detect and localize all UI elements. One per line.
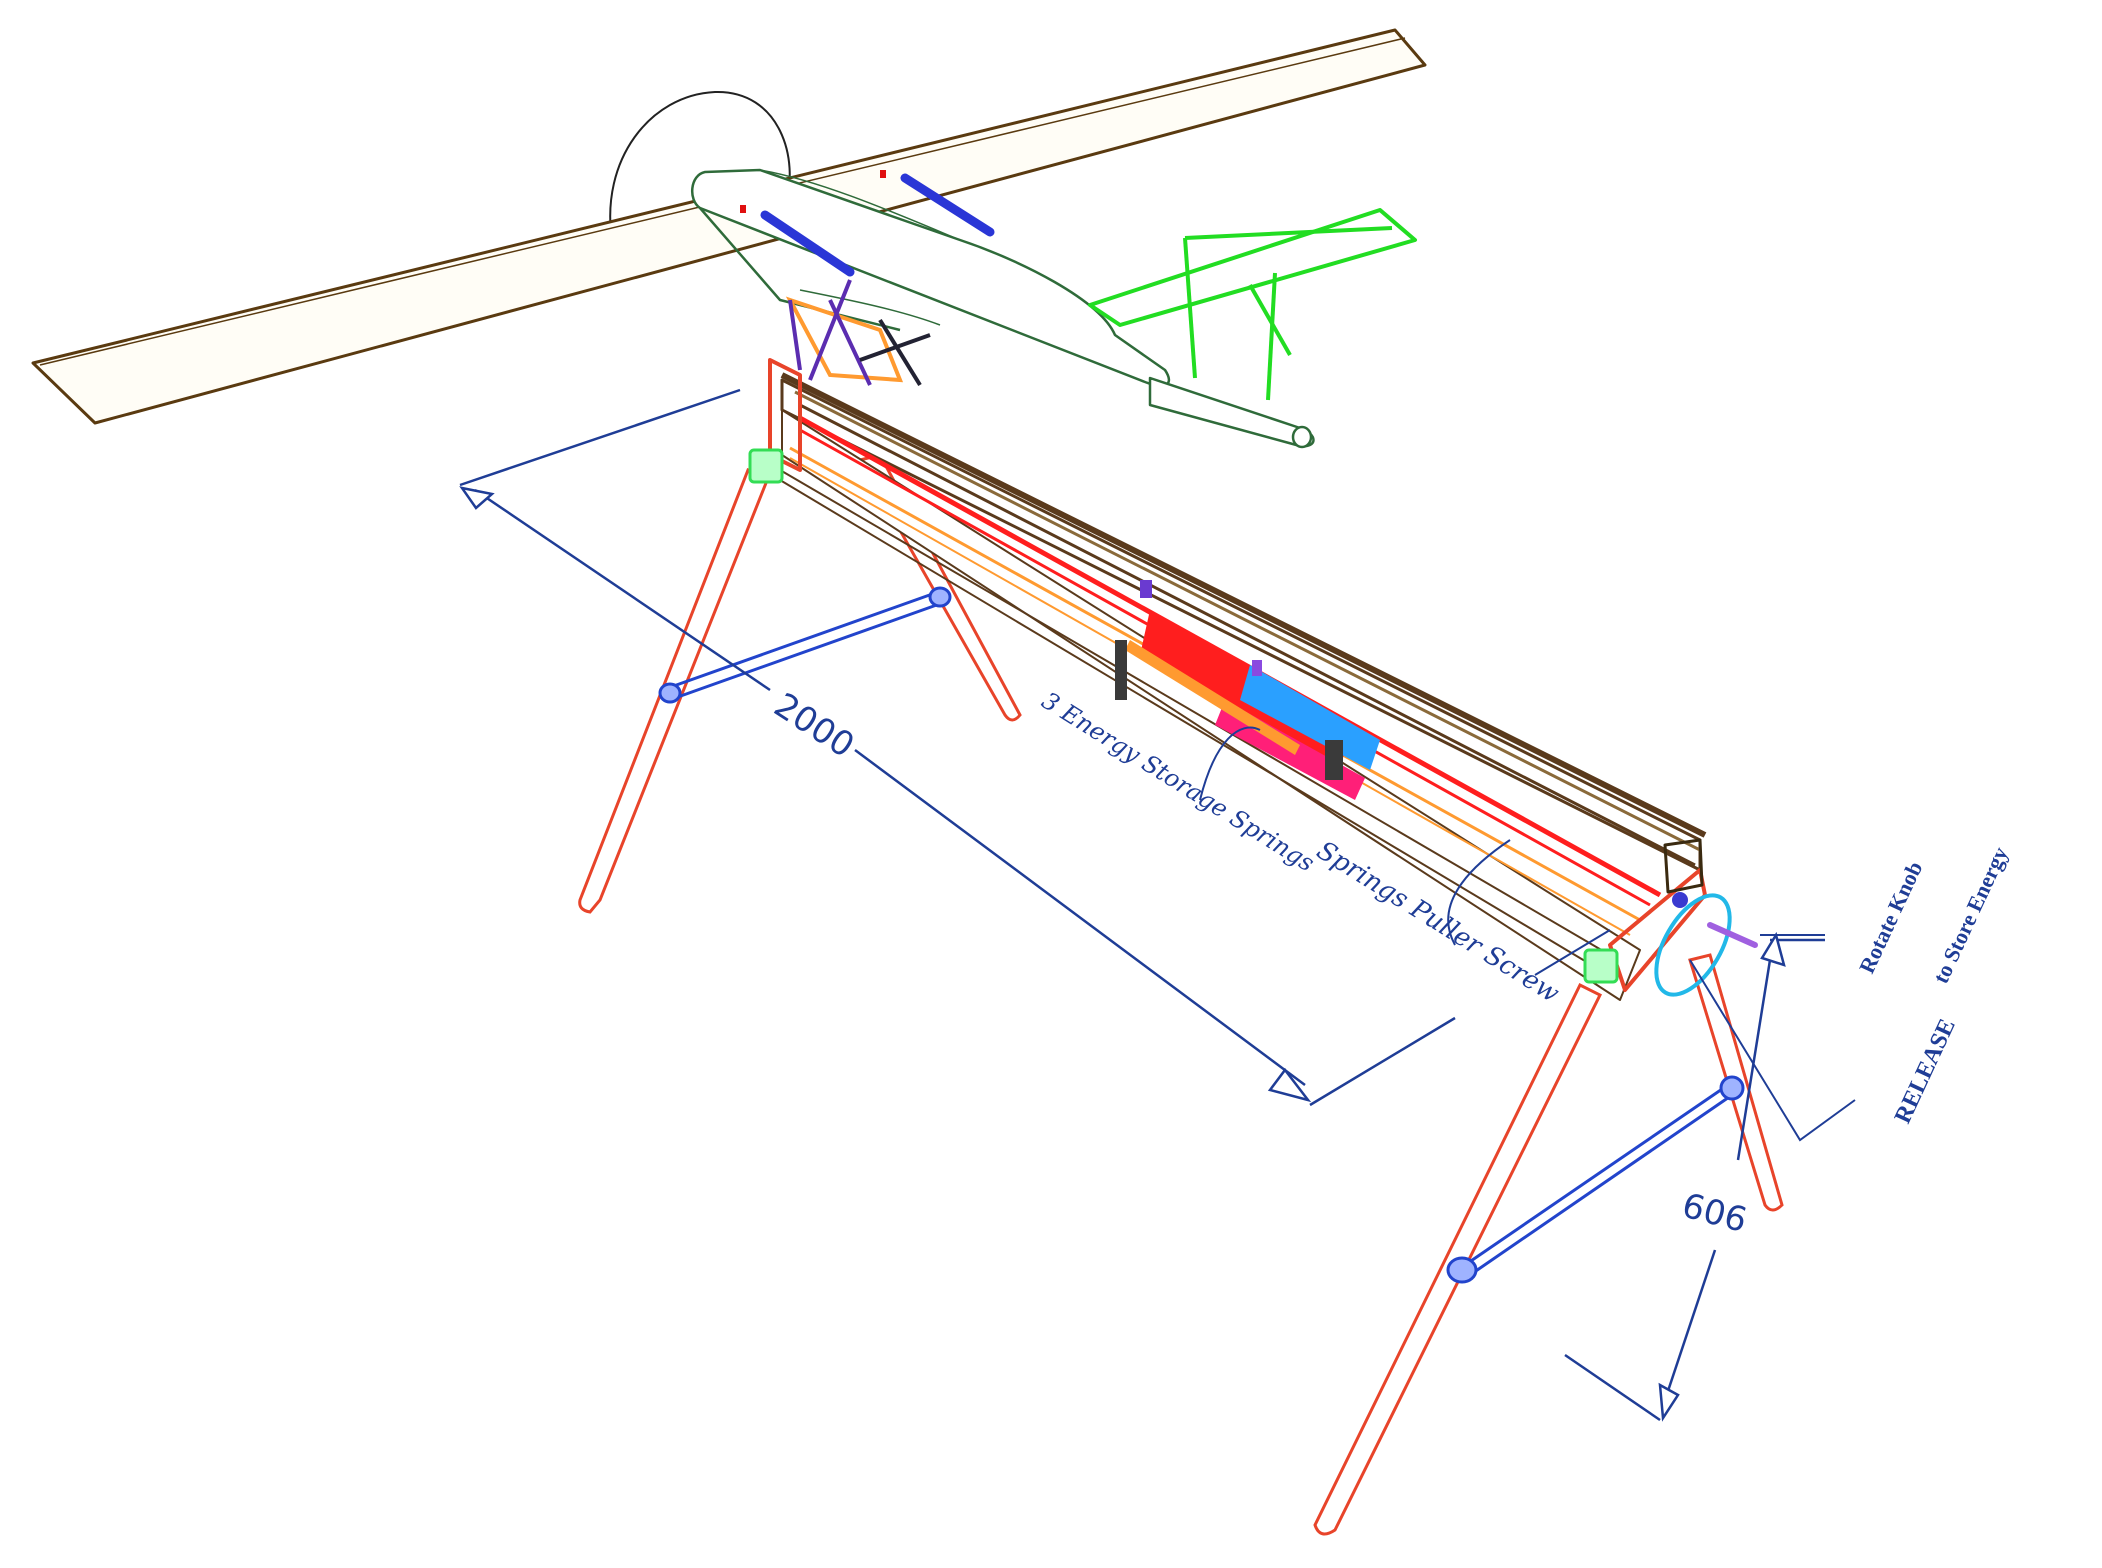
propeller-disc [609,90,791,241]
length-dimension-value: 2000 [767,685,861,766]
rotate-knob-label-line1: Rotate Knob [1854,857,1928,977]
launch-cradle [785,279,931,387]
front-leg-outer [1313,982,1603,1536]
rear-leg-outer [578,468,770,914]
rotate-knob-label-line2: to Store Energy [1928,843,2013,987]
rear-leg-inner [857,453,1022,722]
uav-aircraft [31,28,1427,449]
height-dimension [1564,931,1825,1422]
cross-braces [658,586,1745,1284]
front-leg-inner [1688,953,1784,1212]
tail-surfaces [1088,208,1417,401]
support-legs [578,453,1784,1536]
rear-clamp [748,448,784,484]
height-dimension-value: 909 [1679,1183,1752,1238]
launch-rail [768,358,1707,1001]
wing-markers [740,170,886,213]
fuselage [691,168,1315,449]
front-clamp [1583,948,1619,984]
length-dimension [459,388,1456,1107]
leader-lines [1199,726,1856,1142]
main-wing [31,28,1427,425]
energy-storage-springs [1115,580,1380,800]
wing-mount-brackets [760,173,995,277]
release-label: RELEASE [1890,1015,1961,1128]
leg-clamps [748,448,1619,984]
rotate-knob [1654,892,1758,997]
